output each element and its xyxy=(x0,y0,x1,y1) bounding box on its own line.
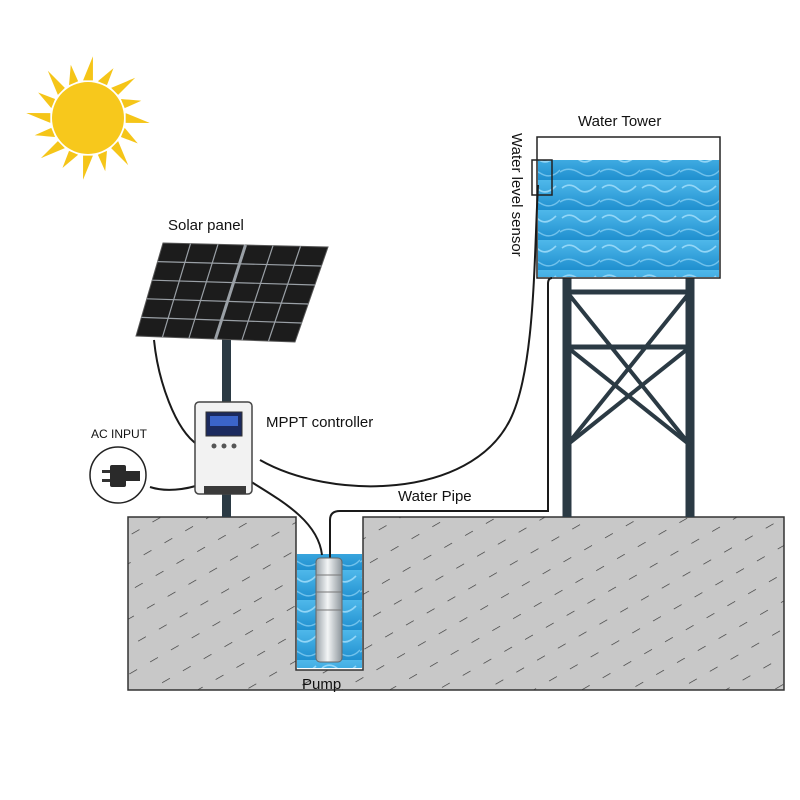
sun-ray xyxy=(83,56,93,81)
water-tower-label: Water Tower xyxy=(578,113,661,130)
sun-ray xyxy=(40,141,65,159)
panel-cell-line xyxy=(157,261,322,267)
sun-ray xyxy=(97,150,107,172)
panel-cell-line xyxy=(146,298,309,305)
sun-ray xyxy=(111,141,129,166)
panel-cell-line xyxy=(141,316,302,324)
ground xyxy=(127,516,785,691)
panel-cell-line xyxy=(214,244,247,340)
sun-ray xyxy=(120,127,138,144)
water-tower-tank xyxy=(531,136,721,279)
water-level-sensor-label: Water level sensor xyxy=(508,133,525,257)
tower-icon xyxy=(562,278,695,517)
solar-panel-label: Solar panel xyxy=(168,217,244,234)
panel-cell-line xyxy=(152,279,315,286)
sun-ray xyxy=(120,99,142,109)
mppt-controller-label: MPPT controller xyxy=(266,414,373,431)
panel-cell-line xyxy=(161,243,192,338)
sun-ray xyxy=(62,150,79,168)
plug-icon xyxy=(89,446,147,504)
solar-panel-icon xyxy=(135,242,329,343)
sun-ray xyxy=(34,127,56,137)
sun-ray xyxy=(47,70,65,95)
cables xyxy=(149,184,539,556)
sun-ray xyxy=(111,77,136,95)
pump-label: Pump xyxy=(302,676,341,693)
ac-input-label: AC INPUT xyxy=(91,427,148,441)
water-pipe-label: Water Pipe xyxy=(398,488,472,505)
panel-cell-line xyxy=(188,244,219,339)
water-pipe xyxy=(329,277,553,560)
sun-ray xyxy=(125,113,150,123)
pump-icon xyxy=(315,557,343,663)
sun-ray xyxy=(38,92,56,109)
sun-ray xyxy=(26,113,51,123)
sun-ray xyxy=(69,64,79,86)
sun-ray xyxy=(83,155,93,180)
water-level-sensor-box xyxy=(531,159,553,196)
panel-cell-line xyxy=(267,246,302,342)
sun-ray xyxy=(97,68,114,86)
panel-cell-line xyxy=(241,245,274,341)
sun-icon xyxy=(26,56,150,180)
controller-icon xyxy=(194,401,253,495)
